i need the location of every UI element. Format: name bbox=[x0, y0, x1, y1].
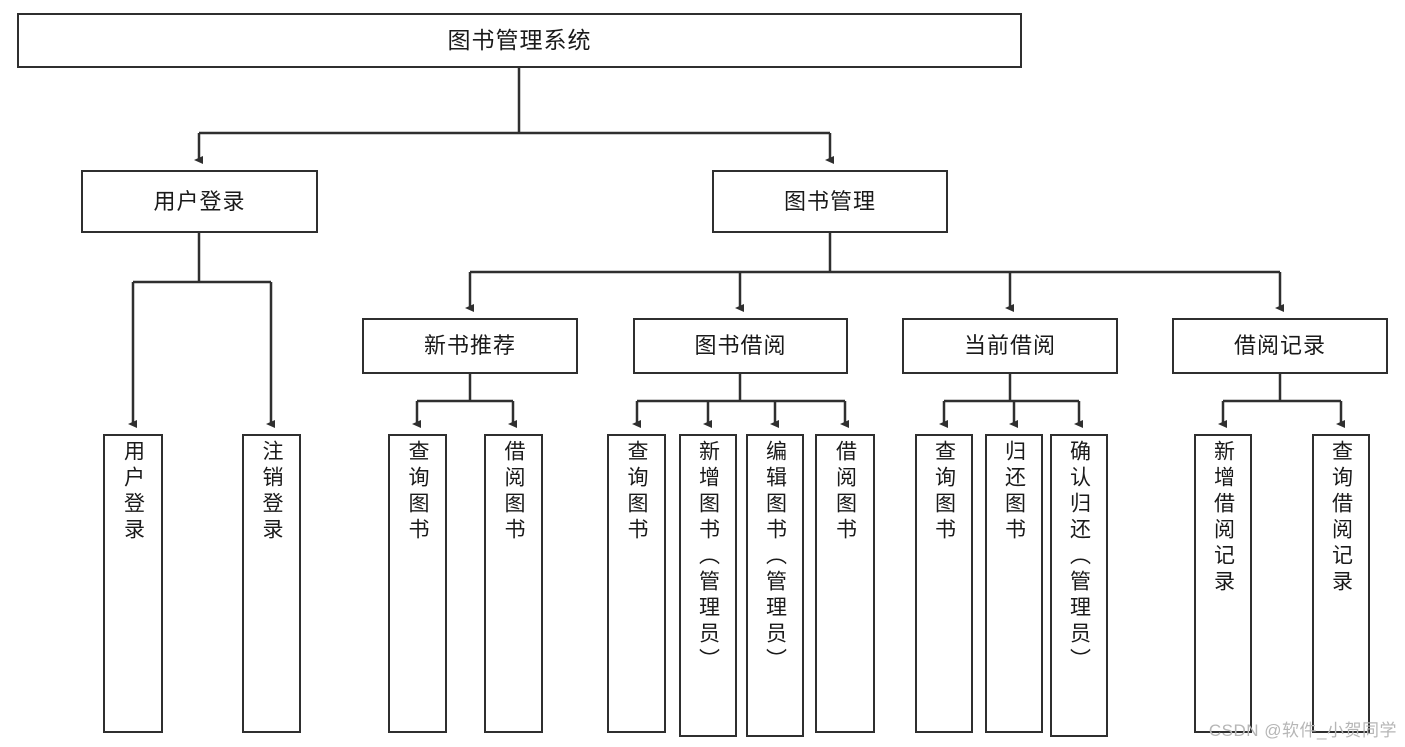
leaf-return-book[interactable]: 归还图书 bbox=[985, 434, 1043, 733]
leaf-borrow-book-2[interactable]: 借阅图书 bbox=[815, 434, 875, 733]
leaf-add-book[interactable]: 新增图书（管理员） bbox=[679, 434, 737, 737]
node-root-label: 图书管理系统 bbox=[447, 27, 592, 54]
leaf-query-book-1-label: 查询图书 bbox=[406, 440, 429, 544]
node-book-manage[interactable]: 图书管理 bbox=[712, 170, 948, 233]
leaf-user-login[interactable]: 用户登录 bbox=[103, 434, 163, 733]
node-new-book-rec[interactable]: 新书推荐 bbox=[362, 318, 578, 374]
node-root[interactable]: 图书管理系统 bbox=[17, 13, 1022, 68]
leaf-query-record-label: 查询借阅记录 bbox=[1329, 440, 1353, 596]
leaf-borrow-book-1[interactable]: 借阅图书 bbox=[484, 434, 543, 733]
node-current-borrow-label: 当前借阅 bbox=[963, 333, 1056, 359]
node-borrow-record-label: 借阅记录 bbox=[1233, 333, 1326, 359]
node-current-borrow[interactable]: 当前借阅 bbox=[902, 318, 1118, 374]
leaf-edit-book[interactable]: 编辑图书（管理员） bbox=[746, 434, 804, 737]
leaf-user-login-label: 用户登录 bbox=[121, 440, 145, 544]
leaf-logout-login-label: 注销登录 bbox=[260, 440, 283, 544]
leaf-borrow-book-1-label: 借阅图书 bbox=[502, 440, 525, 544]
csdn-watermark: CSDN @软件_小贺同学 bbox=[1208, 721, 1397, 740]
leaf-add-record[interactable]: 新增借阅记录 bbox=[1194, 434, 1252, 733]
node-book-borrow-label: 图书借阅 bbox=[694, 333, 787, 359]
leaf-query-record[interactable]: 查询借阅记录 bbox=[1312, 434, 1370, 733]
node-book-borrow[interactable]: 图书借阅 bbox=[633, 318, 848, 374]
leaf-confirm-return-label: 确认归还（管理员） bbox=[1067, 440, 1091, 674]
leaf-confirm-return[interactable]: 确认归还（管理员） bbox=[1050, 434, 1108, 737]
node-borrow-record[interactable]: 借阅记录 bbox=[1172, 318, 1388, 374]
leaf-query-book-2[interactable]: 查询图书 bbox=[607, 434, 666, 733]
leaf-query-book-3-label: 查询图书 bbox=[932, 440, 956, 544]
leaf-return-book-label: 归还图书 bbox=[1002, 440, 1026, 544]
leaf-query-book-2-label: 查询图书 bbox=[625, 440, 648, 544]
leaf-logout-login[interactable]: 注销登录 bbox=[242, 434, 301, 733]
leaf-query-book-3[interactable]: 查询图书 bbox=[915, 434, 973, 733]
node-book-manage-label: 图书管理 bbox=[783, 188, 876, 214]
leaf-edit-book-label: 编辑图书（管理员） bbox=[763, 440, 787, 674]
leaf-add-book-label: 新增图书（管理员） bbox=[696, 440, 720, 674]
leaf-borrow-book-2-label: 借阅图书 bbox=[833, 440, 857, 544]
node-new-book-rec-label: 新书推荐 bbox=[423, 333, 516, 359]
node-user-login-label: 用户登录 bbox=[153, 188, 246, 214]
leaf-add-record-label: 新增借阅记录 bbox=[1211, 440, 1235, 596]
leaf-query-book-1[interactable]: 查询图书 bbox=[388, 434, 447, 733]
node-user-login[interactable]: 用户登录 bbox=[81, 170, 318, 233]
